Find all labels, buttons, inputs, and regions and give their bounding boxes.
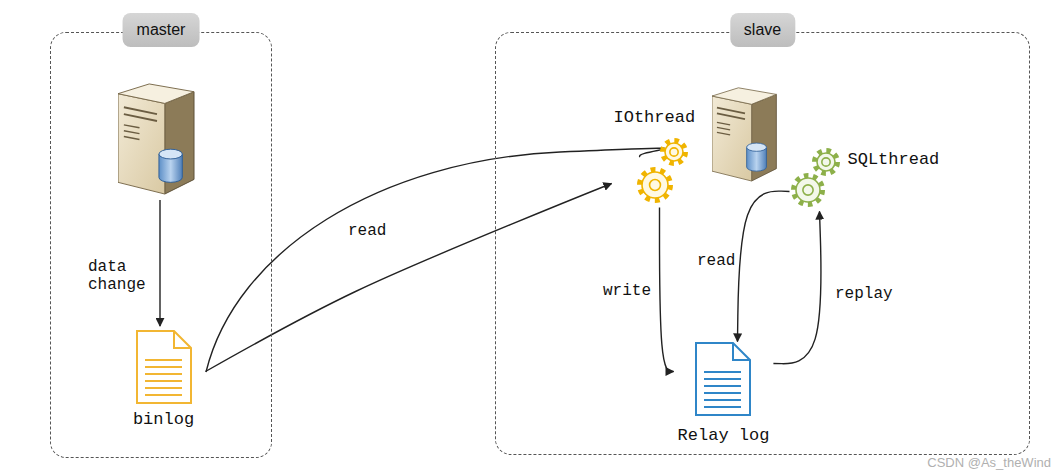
data-flow-arrow	[206, 184, 612, 372]
edge-label: replay	[832, 285, 896, 303]
file-line	[704, 406, 741, 408]
master-server-icon	[118, 84, 194, 194]
gear-hub	[669, 147, 677, 155]
data-flow-arrow	[773, 212, 821, 364]
gear-body	[642, 172, 668, 198]
sql-thread: SQLthread	[790, 140, 965, 212]
data-flow-arrow	[737, 191, 789, 341]
region-tab: slave	[730, 13, 795, 47]
gear-teeth	[640, 170, 670, 200]
file-line	[704, 385, 741, 387]
file-icon	[695, 342, 751, 416]
gear-body	[817, 153, 835, 171]
gear-hub	[802, 184, 812, 194]
slave-region: slaveIOthreadSQLthreadRelay log	[495, 32, 1030, 455]
thread-name: SQLthread	[848, 150, 940, 169]
file-line	[145, 394, 182, 396]
file-line	[145, 387, 182, 389]
edge-label: read	[694, 252, 738, 270]
file-outline	[696, 343, 750, 415]
thread-name: IOthread	[614, 108, 696, 127]
file-fold	[733, 343, 750, 360]
file-name: Relay log	[678, 426, 770, 445]
relay-log-file: Relay log	[674, 342, 774, 450]
file-line	[145, 373, 182, 375]
file-line	[704, 371, 741, 373]
edge-label: read	[345, 222, 389, 240]
file-line	[145, 366, 182, 368]
region-tab: master	[123, 13, 200, 47]
data-change-arrow	[159, 200, 160, 326]
file-outline	[137, 331, 191, 403]
data-flow-arrow	[660, 208, 674, 372]
io-thread: IOthread	[612, 108, 712, 208]
edge-label: write	[600, 282, 654, 300]
file-line	[704, 399, 741, 401]
file-line	[145, 380, 182, 382]
gear-teeth	[663, 141, 685, 163]
file-line	[704, 378, 741, 380]
gear-teeth	[815, 151, 837, 173]
file-fold	[174, 331, 191, 348]
file-line	[145, 359, 182, 361]
read-loop-arc	[206, 148, 665, 372]
binlog-file: binlog	[122, 330, 206, 432]
gear-teeth	[794, 176, 822, 204]
slave-server-icon	[712, 88, 776, 181]
gear-body	[796, 178, 820, 202]
gear-hub	[649, 179, 660, 190]
file-icon	[136, 330, 192, 404]
file-line	[704, 392, 741, 394]
file-name: binlog	[133, 410, 194, 429]
gear-body	[665, 143, 683, 161]
master-region: masterbinlog	[50, 32, 272, 458]
gear-hub	[821, 157, 829, 165]
arrow-label: data change	[86, 258, 156, 294]
watermark: CSDN @As_theWind	[927, 455, 1051, 470]
